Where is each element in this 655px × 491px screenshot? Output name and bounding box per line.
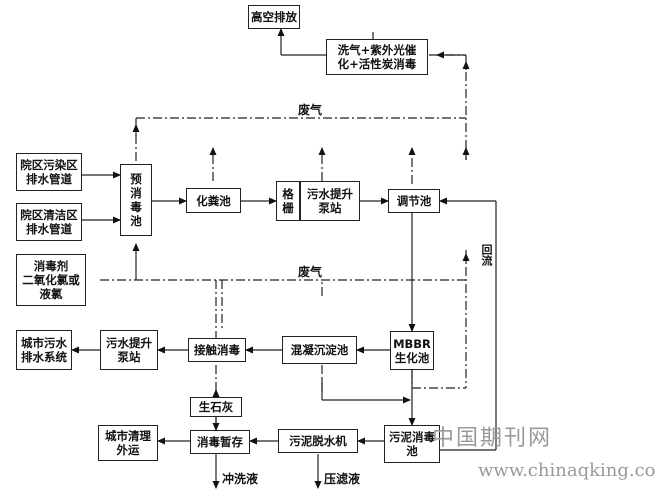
- city-cleaning-transport-box: 城市清理 外运: [98, 425, 158, 461]
- watermark-cn: 中国期刊网: [432, 426, 553, 451]
- disinfectant-box: 消毒剂 二氧化氯或 液氯: [16, 254, 86, 306]
- mbbr-tank-box: MBBR 生化池: [390, 331, 434, 370]
- gas-treatment-unit-box: 洗气+紫外光催 化+活性炭消毒: [326, 39, 428, 75]
- hospital-polluted-area-pipe-box: 院区污染区 排水管道: [16, 153, 82, 191]
- sewage-pump-station-2-box: 污水提升 泵站: [100, 330, 158, 370]
- high-altitude-discharge-box: 高空排放: [248, 5, 300, 29]
- contact-disinfection-box: 接触消毒: [188, 338, 246, 362]
- watermark-url: www.chinaqking.com: [478, 460, 655, 481]
- grille-box: 格 栅: [276, 181, 300, 221]
- sludge-disinfection-tank-box: 污泥消毒 池: [384, 425, 440, 463]
- disinfection-storage-box: 消毒暂存: [190, 430, 250, 454]
- septic-tank-box: 化粪池: [186, 188, 241, 213]
- waste-gas-label-top: 废气: [298, 103, 323, 117]
- pre-disinfection-tank-box: 预 消 毒 池: [120, 164, 152, 236]
- quicklime-box: 生石灰: [190, 397, 242, 417]
- sewage-pump-station-box: 污水提升 泵站: [300, 181, 360, 221]
- city-sewage-system-box: 城市污水 排水系统: [16, 330, 72, 370]
- hospital-clean-area-pipe-box: 院区清洁区 排水管道: [16, 203, 82, 241]
- filtrate-label: 压滤液: [324, 472, 361, 486]
- waste-gas-label-mid: 废气: [298, 265, 323, 279]
- sludge-dewatering-box: 污泥脱水机: [278, 429, 358, 453]
- flushing-liquid-label: 冲洗液: [222, 472, 259, 486]
- return-flow-label: 回流: [480, 244, 493, 266]
- regulating-tank-box: 调节池: [388, 189, 440, 213]
- coagulation-sedimentation-box: 混凝沉淀池: [282, 336, 357, 364]
